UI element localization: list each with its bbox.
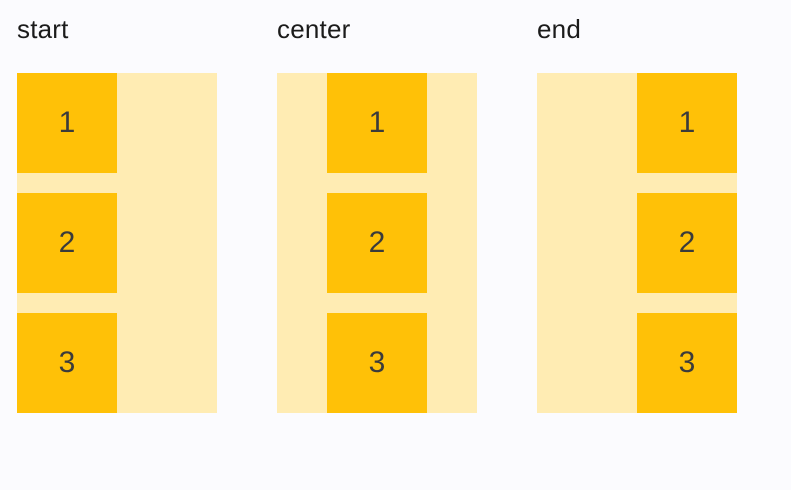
example-column-end: end 1 2 3 <box>537 10 737 413</box>
grid-item: 2 <box>327 193 427 293</box>
grid-item: 3 <box>327 313 427 413</box>
alignment-demo-row: start 1 2 3 center 1 2 3 end 1 2 3 <box>17 10 737 413</box>
grid-item: 1 <box>327 73 427 173</box>
grid-item: 3 <box>637 313 737 413</box>
grid-item: 2 <box>17 193 117 293</box>
example-label-end: end <box>537 14 581 44</box>
example-label-start: start <box>17 14 69 44</box>
grid-item: 1 <box>17 73 117 173</box>
grid-item: 3 <box>17 313 117 413</box>
grid-container-start: 1 2 3 <box>17 73 217 413</box>
example-column-center: center 1 2 3 <box>277 10 477 413</box>
grid-item: 1 <box>637 73 737 173</box>
grid-item: 2 <box>637 193 737 293</box>
grid-container-center: 1 2 3 <box>277 73 477 413</box>
example-column-start: start 1 2 3 <box>17 10 217 413</box>
example-label-center: center <box>277 14 351 44</box>
grid-container-end: 1 2 3 <box>537 73 737 413</box>
